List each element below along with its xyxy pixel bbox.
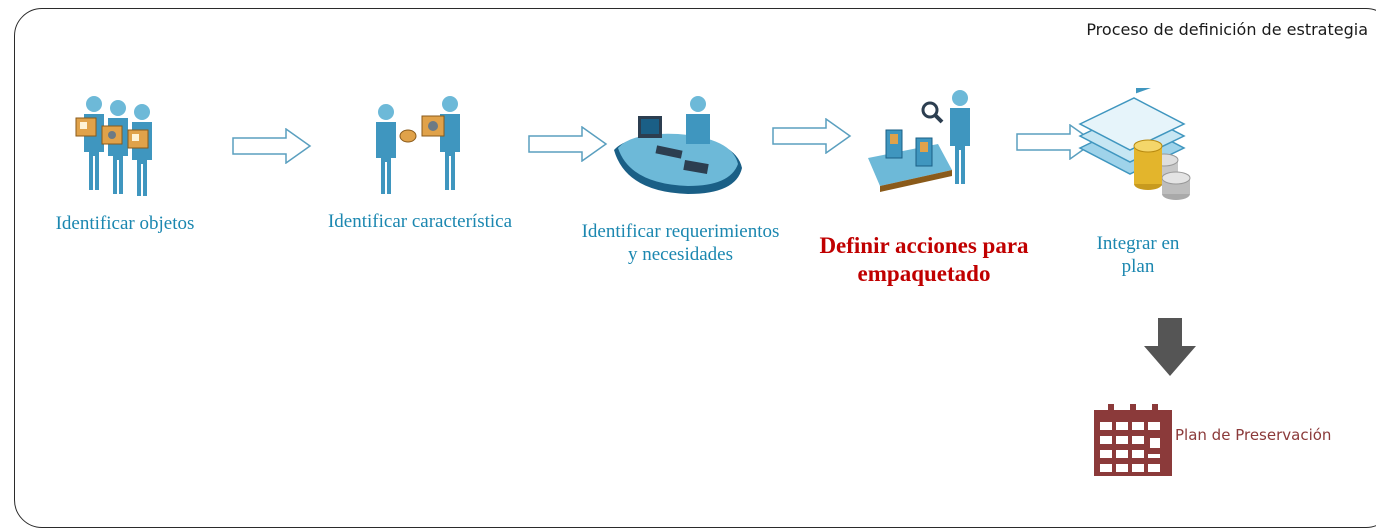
person-at-workstation-icon [614, 96, 742, 194]
people-carrying-boxes-icon [75, 96, 152, 196]
process-title: Proceso de definición de estrategia [1086, 20, 1368, 39]
step-label-line2: y necesidades [628, 244, 733, 265]
documents-and-coins-icon [1078, 88, 1191, 200]
step-label-line2: empaquetado [857, 261, 991, 286]
step-label-definir-acciones: Definir acciones para empaquetado [796, 232, 1052, 288]
flow-arrow-right [772, 118, 852, 154]
calendar-icon [1094, 404, 1172, 476]
down-arrow-icon [1144, 318, 1196, 376]
step-label-line1: Identificar característica [327, 211, 513, 232]
flow-arrow-right [1016, 124, 1096, 160]
flow-arrow-right [528, 126, 608, 162]
people-inspecting-box-icon [376, 96, 460, 194]
flow-arrow-right [232, 128, 312, 164]
step-label-line1: Integrar en [1096, 233, 1180, 254]
step-label-line1: Definir acciones para [819, 233, 1029, 258]
person-at-packaging-conveyor-icon [868, 90, 970, 192]
step-label-identificar-objetos: Identificar objetos [20, 212, 230, 235]
plan-label: Plan de Preservación [1175, 426, 1332, 444]
step-label-integrar-en-plan: Integrar en plan [1068, 232, 1208, 278]
step-label-identificar-caracteristica: Identificar característica [305, 210, 535, 233]
step-label-line1: Identificar requerimientos [581, 221, 780, 242]
step-label-identificar-requerimientos: Identificar requerimientos y necesidades [548, 220, 813, 266]
step-label-line1: Identificar objetos [55, 213, 195, 234]
step-label-line2: plan [1121, 256, 1155, 277]
